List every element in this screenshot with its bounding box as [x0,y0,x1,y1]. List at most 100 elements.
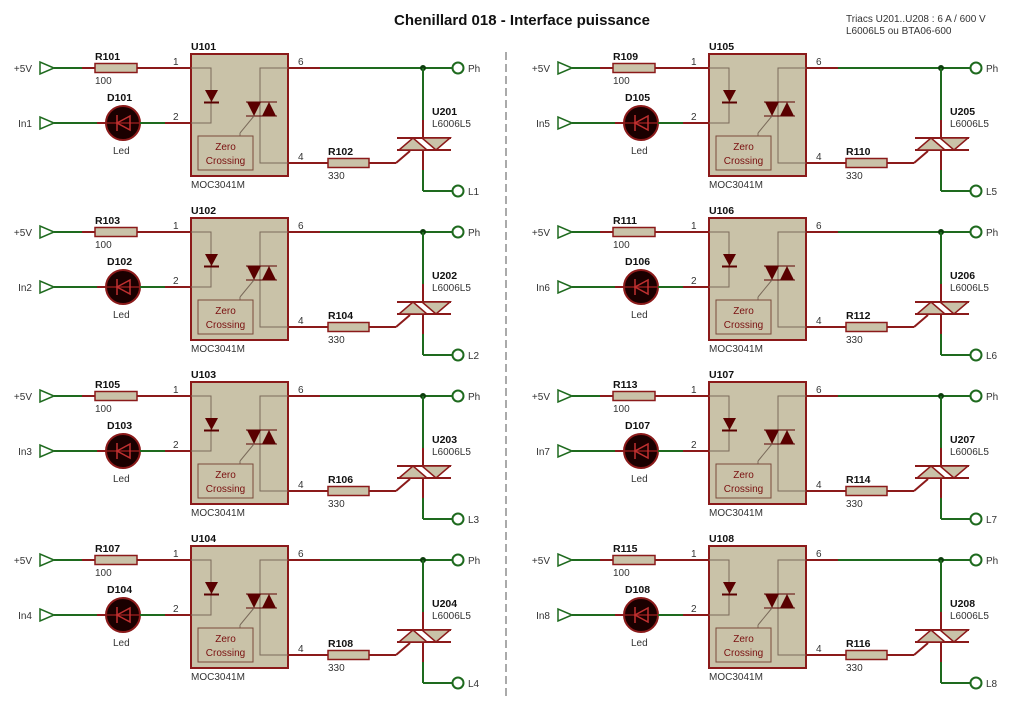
phase-terminal-icon [969,553,983,567]
pin-4-label: 4 [298,644,304,655]
led-diode-triangle [115,278,131,296]
input-label: In7 [536,447,550,458]
zero-crossing-label-2: Crossing [206,320,245,331]
input-terminal-icon [39,279,56,295]
inner-triac-up-icon [780,594,794,608]
led-value: Led [113,474,130,485]
pin-1-label: 1 [691,549,697,560]
phase-terminal-icon [451,225,465,239]
optocoupler-ref: U108 [709,533,734,545]
input-resistor-value: 100 [95,404,112,415]
wire-gate [913,642,929,656]
gate-resistor [327,485,370,497]
inner-diode-icon [205,418,218,430]
supply-label: +5V [532,228,550,239]
gate-resistor [327,321,370,333]
triac-part: L6006L5 [432,611,471,622]
supply-label: +5V [532,556,550,567]
zero-crossing-block [197,627,254,663]
led-value: Led [113,146,130,157]
zero-crossing-label-1: Zero [215,634,236,645]
load-label: L5 [986,187,998,198]
load-label: L2 [468,351,480,362]
gate-resistor-ref: R104 [328,310,353,322]
zero-crossing-block [197,135,254,171]
wire-gate [913,150,929,164]
pin-6-label: 6 [298,385,304,396]
triac-ref: U202 [432,270,457,282]
load-terminal-icon [451,512,465,526]
input-resistor [94,226,138,238]
phase-terminal-icon [451,61,465,75]
phase-label: Ph [468,228,480,239]
input-terminal-icon [557,279,574,295]
triac-up-icon [396,465,430,479]
input-label: In5 [536,119,550,130]
phase-terminal-icon [451,389,465,403]
optocoupler-ref: U105 [709,41,734,53]
inner-triac-down-icon [765,102,779,116]
zero-crossing-label-2: Crossing [724,320,763,331]
zero-crossing-label-2: Crossing [724,484,763,495]
optocoupler-part: MOC3041M [191,508,245,519]
pin-4-label: 4 [816,480,822,491]
phase-label: Ph [468,392,480,403]
inner-diode-icon [723,582,736,594]
supply-label: +5V [532,64,550,75]
led-value: Led [631,474,648,485]
pin-1-label: 1 [173,385,179,396]
input-resistor-ref: R115 [613,543,638,555]
gate-resistor-ref: R114 [846,474,871,486]
input-label: In1 [18,119,32,130]
inner-diode-icon [723,254,736,266]
inner-gate-wire [757,115,773,134]
supply-label: +5V [532,392,550,403]
supply-input-terminal-icon [39,60,56,76]
triac-up-icon [914,137,948,151]
pin-6-label: 6 [298,57,304,68]
wire-gate [395,150,411,164]
input-resistor-ref: R105 [95,379,120,391]
phase-terminal-icon [969,225,983,239]
input-terminal-icon [39,115,56,131]
led-ref: D107 [625,420,650,432]
channel-block: +5VR1151001In8D108Led2U108MOC3041MZeroCr… [532,533,998,690]
triac-down-icon [419,137,453,151]
led-diode-triangle [115,606,131,624]
triac-ref: U205 [950,106,975,118]
inner-triac-down-icon [247,594,261,608]
triac-up-icon [914,629,948,643]
pin-4-label: 4 [298,480,304,491]
triac-up-icon [914,465,948,479]
led-ref: D101 [107,92,132,104]
supply-label: +5V [14,556,32,567]
supply-label: +5V [14,228,32,239]
triac-part: L6006L5 [950,283,989,294]
triac-part: L6006L5 [950,119,989,130]
led-value: Led [631,146,648,157]
zero-crossing-block [715,135,772,171]
pin-2-label: 2 [173,440,179,451]
load-label: L6 [986,351,998,362]
pin-4-label: 4 [816,644,822,655]
input-resistor-value: 100 [95,240,112,251]
inner-gate-wire [239,443,255,462]
supply-label: +5V [14,64,32,75]
gate-resistor [327,157,370,169]
pin-1-label: 1 [173,57,179,68]
inner-triac-up-icon [262,430,276,444]
optocoupler-part: MOC3041M [709,344,763,355]
zero-crossing-block [715,627,772,663]
triac-ref: U208 [950,598,975,610]
optocoupler-ref: U104 [191,533,216,545]
triac-ref: U206 [950,270,975,282]
input-resistor-value: 100 [613,568,630,579]
input-resistor-value: 100 [613,76,630,87]
zero-crossing-label-2: Crossing [724,156,763,167]
input-resistor-value: 100 [95,568,112,579]
inner-triac-down-icon [765,430,779,444]
channel-blocks: +5VR1011001In1D101Led2U101MOC3041MZeroCr… [14,41,998,690]
input-resistor [612,390,656,402]
triac-part: L6006L5 [432,119,471,130]
triac-ref: U207 [950,434,975,446]
